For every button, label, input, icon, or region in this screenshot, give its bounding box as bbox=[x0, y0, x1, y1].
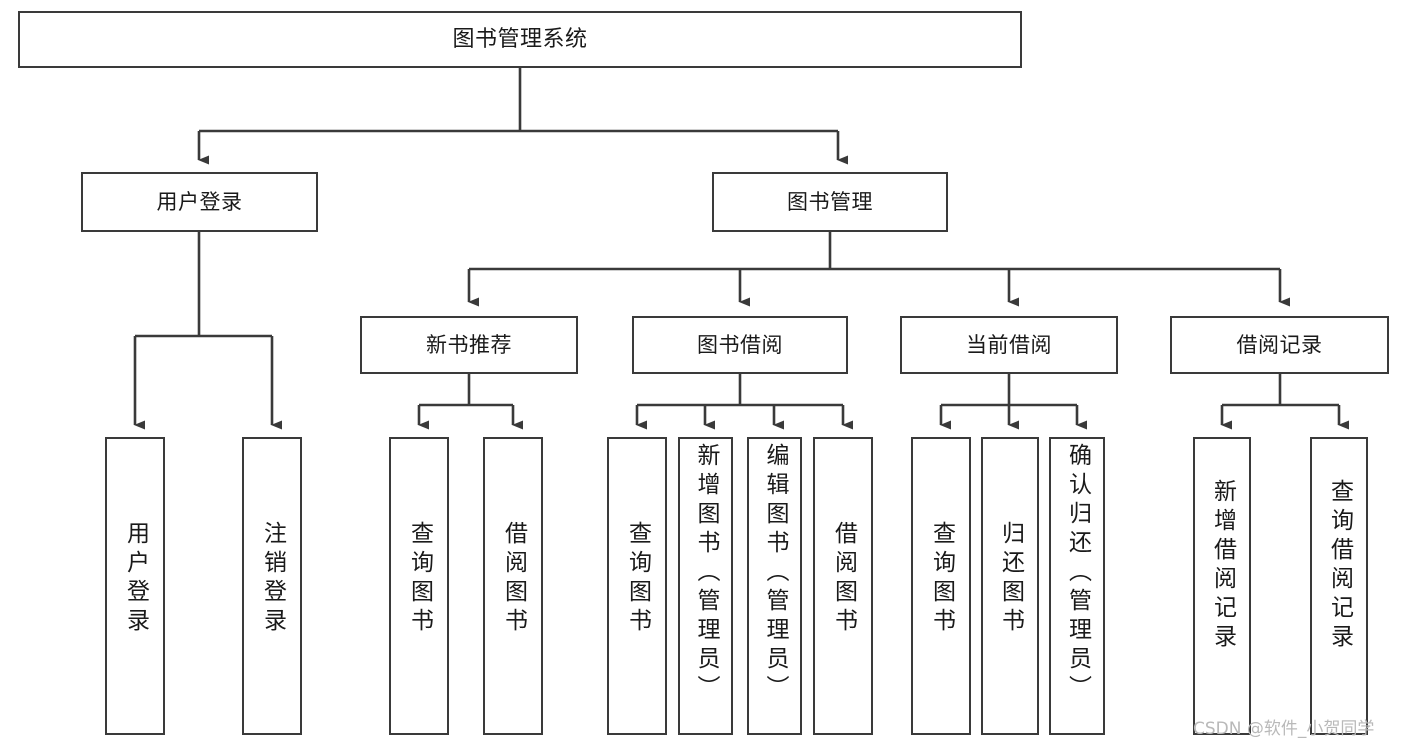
node-root-book-management-system[interactable]: 图书管理系统 bbox=[18, 11, 1022, 68]
node-user-login[interactable]: 用户登录 bbox=[81, 172, 318, 232]
node-label: 借阅图书 bbox=[500, 521, 527, 637]
node-label: 编辑图书（管理员） bbox=[762, 443, 788, 704]
node-label: 图书管理 bbox=[787, 189, 873, 214]
node-new-book-recommend[interactable]: 新书推荐 bbox=[360, 316, 578, 374]
leaf-borrow-query-book[interactable]: 查询图书 bbox=[607, 437, 667, 735]
csdn-watermark: CSDN @软件_小贺同学 bbox=[1193, 719, 1375, 739]
leaf-borrow-add-book-admin[interactable]: 新增图书（管理员） bbox=[678, 437, 733, 735]
node-label: 查询图书 bbox=[624, 521, 651, 637]
node-book-management[interactable]: 图书管理 bbox=[712, 172, 948, 232]
node-label: 查询借阅记录 bbox=[1326, 479, 1353, 653]
leaf-user-login-logout[interactable]: 注销登录 bbox=[242, 437, 302, 735]
node-label: 归还图书 bbox=[997, 521, 1024, 637]
leaf-user-login-login[interactable]: 用户登录 bbox=[105, 437, 165, 735]
node-book-borrow[interactable]: 图书借阅 bbox=[632, 316, 848, 374]
node-label: 图书借阅 bbox=[697, 332, 783, 357]
node-label: 图书管理系统 bbox=[452, 26, 588, 52]
node-label: 查询图书 bbox=[406, 521, 433, 637]
leaf-current-query-book[interactable]: 查询图书 bbox=[911, 437, 971, 735]
node-label: 借阅记录 bbox=[1236, 332, 1323, 357]
leaf-borrow-edit-book-admin[interactable]: 编辑图书（管理员） bbox=[747, 437, 802, 735]
node-label: 借阅图书 bbox=[830, 521, 857, 637]
leaf-recommend-borrow-book[interactable]: 借阅图书 bbox=[483, 437, 543, 735]
node-label: 用户登录 bbox=[122, 521, 149, 637]
leaf-borrow-borrow-book[interactable]: 借阅图书 bbox=[813, 437, 873, 735]
leaf-current-return-book[interactable]: 归还图书 bbox=[981, 437, 1039, 735]
node-borrow-record[interactable]: 借阅记录 bbox=[1170, 316, 1389, 374]
leaf-record-add-borrow-record[interactable]: 新增借阅记录 bbox=[1193, 437, 1251, 735]
node-label: 新增图书（管理员） bbox=[693, 443, 719, 704]
leaf-record-query-borrow-record[interactable]: 查询借阅记录 bbox=[1310, 437, 1368, 735]
leaf-recommend-query-book[interactable]: 查询图书 bbox=[389, 437, 449, 735]
node-current-borrow[interactable]: 当前借阅 bbox=[900, 316, 1118, 374]
node-label: 新增借阅记录 bbox=[1209, 479, 1236, 653]
node-label: 确认归还（管理员） bbox=[1064, 443, 1091, 704]
node-label: 新书推荐 bbox=[426, 332, 512, 357]
leaf-current-confirm-return-admin[interactable]: 确认归还（管理员） bbox=[1049, 437, 1105, 735]
node-label: 注销登录 bbox=[259, 521, 286, 637]
node-label: 当前借阅 bbox=[966, 332, 1052, 357]
node-label: 查询图书 bbox=[928, 521, 955, 637]
node-label: 用户登录 bbox=[156, 189, 243, 214]
